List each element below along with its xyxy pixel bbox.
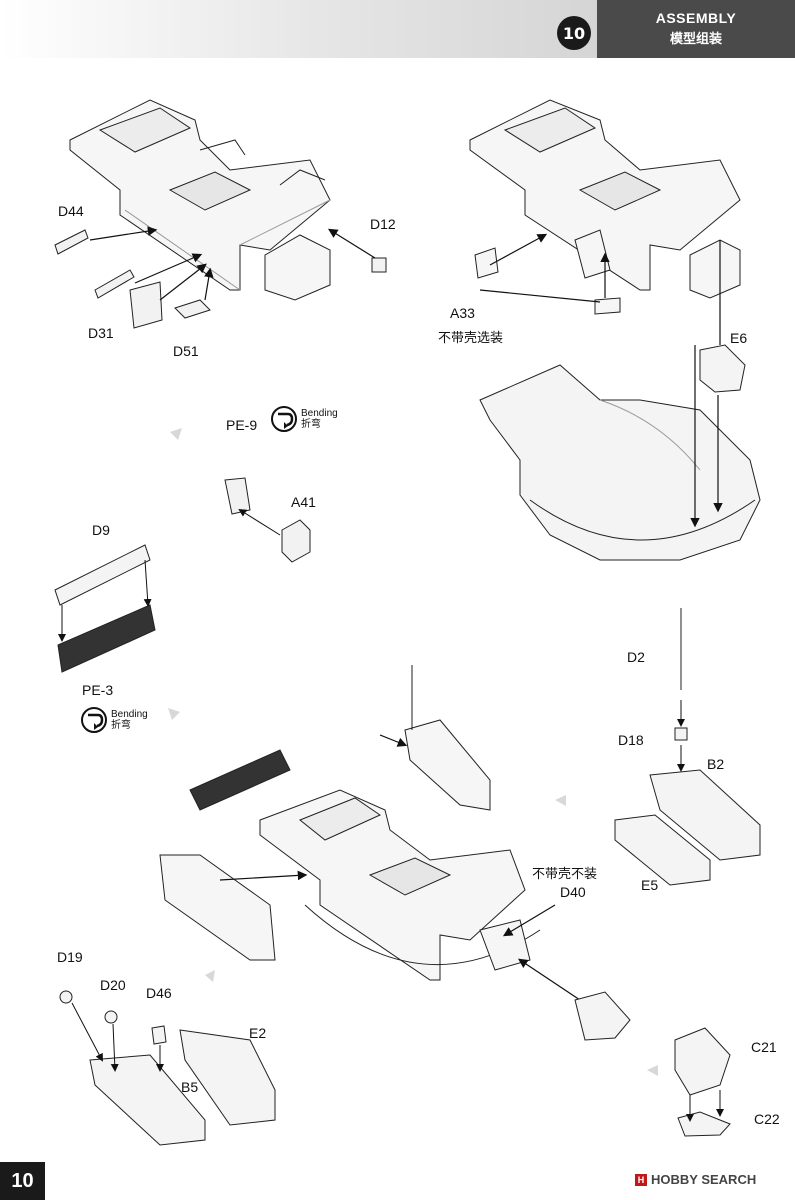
label-d20: D20 [100,977,126,993]
label-d9: D9 [92,522,110,538]
label-e5: E5 [641,877,659,893]
label-d44: D44 [58,203,84,219]
assembly-header: ASSEMBLY 模型组装 [597,0,795,58]
hull-drawing-top-right [469,99,741,315]
assembly-arrows-top-left [89,226,376,301]
label-e6: E6 [730,330,748,346]
label-d19: D19 [57,949,83,965]
bending-label-cn: 折弯 [301,419,321,430]
label-a41: A41 [291,494,316,510]
d9-pe3-rack [54,544,156,673]
bending-label-cn: 折弯 [111,720,131,731]
assembly-subtitle: 模型组装 [669,31,722,46]
step-number-badge: 10 [557,16,591,50]
hobbysearch-logo-icon: H [635,1173,647,1186]
label-d18: D18 [618,732,644,748]
hull-drawing-top-left [69,99,331,301]
side-box-b5-e2 [59,990,276,1146]
label-e2: E2 [249,1025,267,1041]
watermark-text: HOBBY SEARCH [651,1172,757,1187]
pe9-a41-parts [224,477,311,563]
label-pe9: PE-9 [226,417,258,433]
label-d2: D2 [627,649,645,665]
label-d31: D31 [88,325,114,341]
bending-icon [81,707,107,733]
label-b5: B5 [181,1079,199,1095]
bending-note-pe9: Bending 折弯 [270,405,338,433]
label-d12: D12 [370,216,396,232]
label-a33-note: 不带壳选装 [438,331,504,346]
small-parts-top-left [54,229,387,329]
side-box-b2-e5 [614,608,761,886]
direction-hint-arrows [168,428,658,1076]
label-d51: D51 [173,343,199,359]
label-d46: D46 [146,985,172,1001]
bending-note-pe3: Bending 折弯 [80,706,148,734]
assembly-arrows-main [219,734,581,1001]
turret-ring-drawing [479,344,761,561]
watermark: H HOBBY SEARCH [635,1172,756,1187]
label-c21: C21 [751,1039,777,1055]
page-number: 10 [0,1162,45,1200]
bending-label-en: Bending [301,408,338,419]
assembly-arrows-top-right [479,233,723,528]
bending-icon [271,406,297,432]
bending-label-en: Bending [111,709,148,720]
assembly-title: ASSEMBLY [655,10,737,26]
main-assembly-drawing [159,665,541,981]
label-pe3: PE-3 [82,682,114,698]
fender-parts-c21-c22 [574,991,731,1137]
label-d40-note: 不带壳不装 [532,867,598,882]
label-b2: B2 [707,756,725,772]
label-c22: C22 [754,1111,780,1127]
label-a33: A33 [450,305,475,321]
label-d40: D40 [560,884,586,900]
